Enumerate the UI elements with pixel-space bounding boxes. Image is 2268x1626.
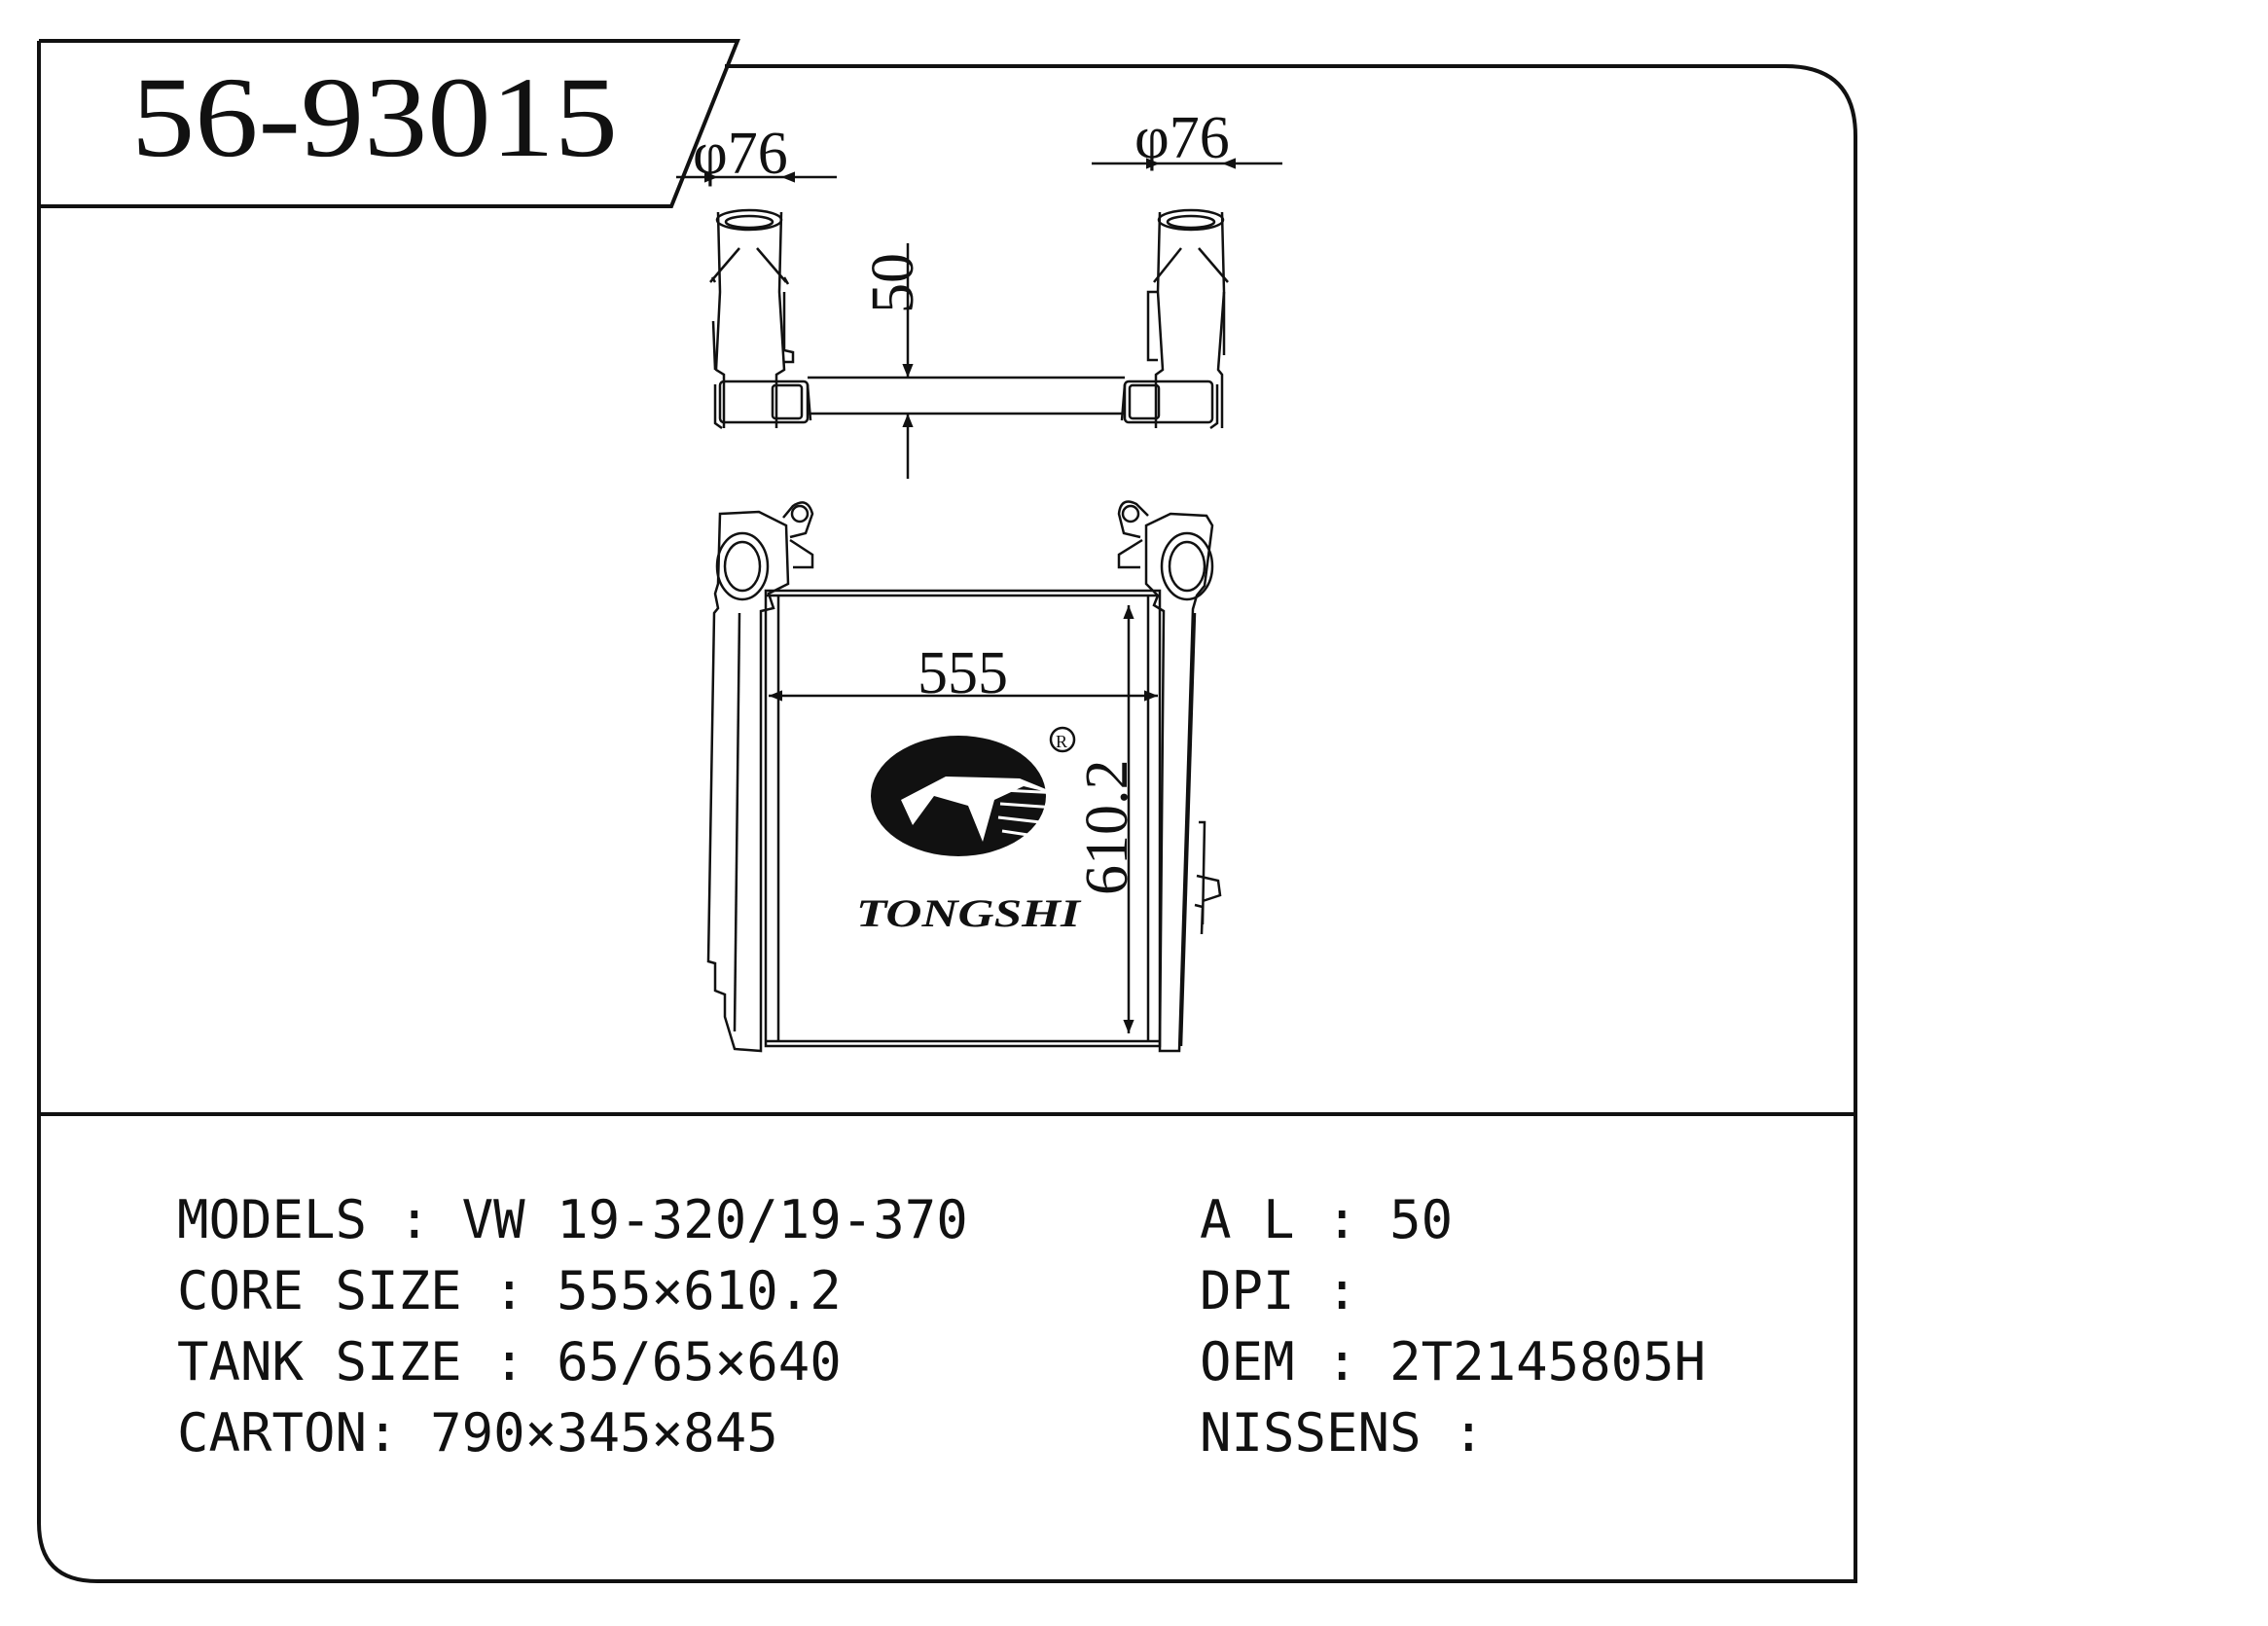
dim-inlet-diameter-right: φ76 xyxy=(1134,105,1230,171)
dim-inlet-diameter-left: φ76 xyxy=(693,121,788,187)
spec-oem-label: OEM : xyxy=(1200,1331,1390,1392)
spec-oem-value: 2T2145805H xyxy=(1389,1331,1707,1392)
part-number: 56-93015 xyxy=(131,54,618,181)
spec-core-size-label: CORE SIZE : xyxy=(177,1260,558,1321)
spec-dpi: DPI : xyxy=(1200,1265,1389,1318)
spec-carton: CARTON: 790×345×845 xyxy=(177,1407,778,1460)
front-view xyxy=(706,500,1222,1053)
spec-carton-label: CARTON: xyxy=(177,1402,431,1463)
spec-nissens: NISSENS : xyxy=(1200,1407,1516,1460)
logo-brand: TONGSHI xyxy=(856,891,1082,935)
spec-dpi-label: DPI : xyxy=(1200,1260,1390,1321)
spec-models-label: MODELS : xyxy=(177,1189,462,1250)
spec-tank-size-value: 65/65×640 xyxy=(557,1331,842,1392)
outer-frame xyxy=(37,41,1857,1583)
dim-core-width: 555 xyxy=(918,640,1008,706)
top-view xyxy=(709,208,1229,430)
spec-core-size: CORE SIZE : 555×610.2 xyxy=(177,1265,842,1318)
spec-tank-size-label: TANK SIZE : xyxy=(177,1331,558,1392)
spec-al: A L : 50 xyxy=(1200,1194,1453,1247)
spec-oem: OEM : 2T2145805H xyxy=(1200,1336,1706,1389)
tongshi-logo: R TONGSHI xyxy=(856,726,1082,935)
spec-al-label: A L : xyxy=(1200,1189,1390,1250)
top-dimension-lines xyxy=(676,158,1282,479)
dim-core-thickness: 50 xyxy=(860,253,926,313)
spec-models-value: VW 19-320/19-370 xyxy=(461,1189,968,1250)
spec-tank-size: TANK SIZE : 65/65×640 xyxy=(177,1336,842,1389)
spec-carton-value: 790×345×845 xyxy=(430,1402,778,1463)
title-box xyxy=(39,39,740,208)
registered-mark: R xyxy=(1056,732,1067,751)
spec-models: MODELS : VW 19-320/19-370 xyxy=(177,1194,968,1247)
dim-core-height: 610.2 xyxy=(1074,760,1140,896)
spec-nissens-label: NISSENS : xyxy=(1200,1402,1517,1463)
front-dimension-lines xyxy=(769,605,1158,1033)
spec-core-size-value: 555×610.2 xyxy=(557,1260,842,1321)
spec-al-value: 50 xyxy=(1389,1189,1454,1250)
